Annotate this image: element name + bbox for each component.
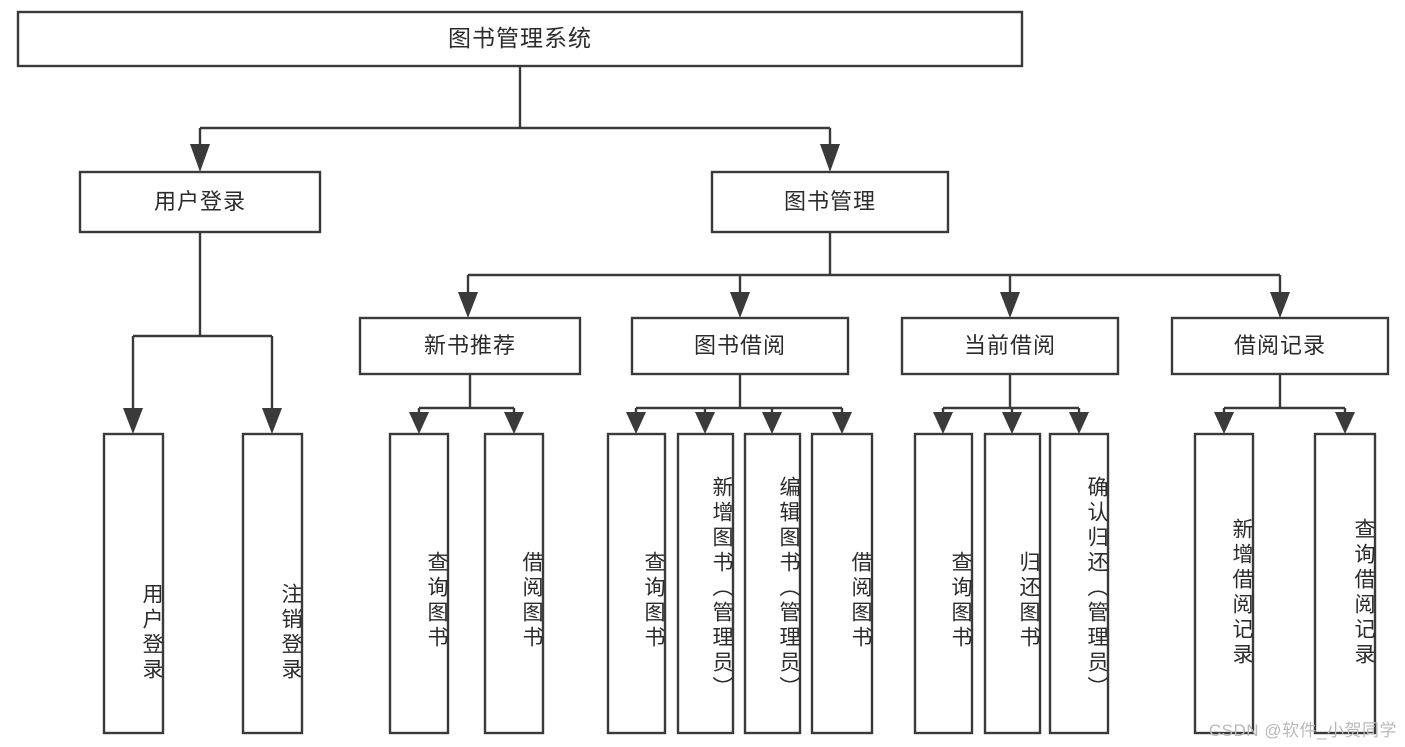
arrow-head-leaf-query-book-recommend [409,412,429,434]
node-box-leaf-borrow-book-recommend[interactable] [483,432,545,735]
node-boxes-layer [16,10,1390,735]
node-box-leaf-query-book-recommend[interactable] [388,432,450,735]
arrow-head-current-borrow [1000,292,1020,318]
node-box-leaf-add-borrow-record[interactable] [1193,432,1255,735]
arrow-head-borrow-record [1270,292,1290,318]
node-box-leaf-add-book-admin[interactable] [676,432,735,735]
node-box-current-borrow[interactable] [900,316,1120,376]
arrow-head-leaf-confirm-return-admin [1069,412,1089,434]
node-box-root[interactable] [16,10,1024,68]
arrow-head-leaf-user-login [123,408,143,434]
arrow-head-user-login [190,144,210,172]
node-box-leaf-edit-book-admin[interactable] [743,432,802,735]
connectors-layer [123,66,1355,434]
arrow-head-leaf-query-book-borrow [626,412,646,434]
arrow-head-leaf-query-borrow-record [1335,412,1355,434]
node-box-leaf-user-login[interactable] [102,432,165,735]
node-box-user-login[interactable] [78,170,322,234]
arrow-head-leaf-edit-book-admin [762,412,782,434]
arrow-head-leaf-add-borrow-record [1214,412,1234,434]
node-box-leaf-user-logout[interactable] [241,432,304,735]
connector-borrow-record-bus [1222,374,1347,416]
arrow-head-leaf-borrow-book [832,412,852,434]
arrow-head-leaf-add-book-admin [695,412,715,434]
arrow-head-leaf-return-book [1002,412,1022,434]
node-box-leaf-confirm-return-admin[interactable] [1048,432,1110,735]
connector-root-bus [198,66,832,148]
node-box-leaf-borrow-book[interactable] [810,432,874,735]
arrow-head-leaf-query-book-current [933,412,953,434]
node-box-book-borrow[interactable] [630,316,850,376]
connector-current-borrow-bus [941,374,1081,416]
csdn-watermark: CSDN @软件_小贺同学 [1208,721,1397,740]
arrow-head-leaf-user-logout [262,408,282,434]
arrow-head-book-borrow [730,292,750,318]
node-box-leaf-query-book-borrow[interactable] [606,432,667,735]
node-box-new-book-recommend[interactable] [358,316,582,376]
connector-new-book-recommend-bus [417,374,516,416]
connector-book-borrow-bus [634,374,844,416]
arrow-head-leaf-borrow-book-recommend [504,412,524,434]
connector-user-login-bus [131,232,274,412]
arrow-head-new-book-recommend [458,292,478,318]
node-box-leaf-return-book[interactable] [983,432,1042,735]
arrow-head-book-manage [820,144,840,172]
node-box-book-manage[interactable] [710,170,950,234]
connector-book-manage-bus [466,232,1282,296]
node-box-leaf-query-borrow-record[interactable] [1313,432,1377,735]
node-box-borrow-record[interactable] [1170,316,1390,376]
node-box-leaf-query-book-current[interactable] [913,432,974,735]
